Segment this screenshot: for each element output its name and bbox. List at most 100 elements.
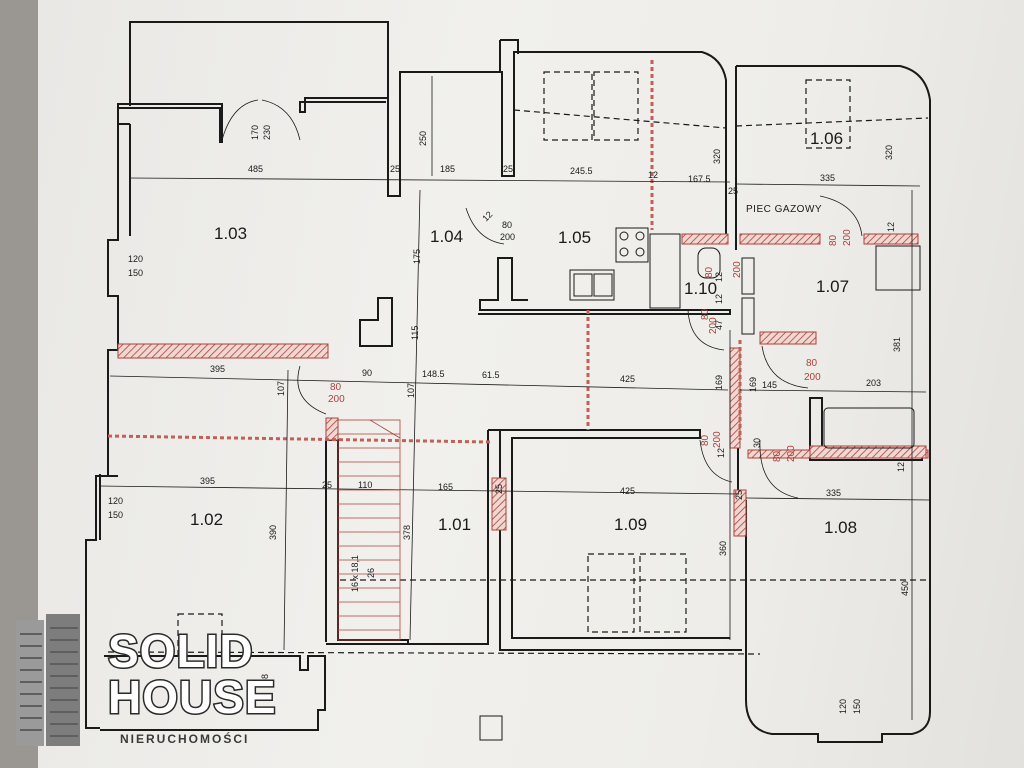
door-height: 200 [500,232,515,242]
dim-425: 425 [620,374,635,384]
door-height: 200 [842,229,853,246]
room-1-04: 1.04 [430,227,463,246]
dim-145: 145 [762,380,777,390]
dim-30: 30 [752,438,762,448]
door-width: 80 [806,358,818,369]
outer-walls [85,21,931,743]
dim-170: 170 [250,125,260,140]
dim-25: 25 [322,480,332,490]
door-height: 200 [786,445,797,462]
dim-47: 47 [714,320,724,330]
dim-25: 25 [728,186,738,196]
dim-185: 185 [440,164,455,174]
dim-150: 150 [128,268,143,278]
room-1-06: 1.06 [810,129,843,148]
door-width: 80 [502,220,512,230]
door-width: 80 [772,450,783,462]
dim-25: 25 [390,164,400,174]
dim-485: 485 [248,164,263,174]
door-height: 200 [328,394,345,405]
dim-150: 150 [108,510,123,520]
dim-335: 335 [826,488,841,498]
dim-12: 12 [896,462,906,472]
dim-360: 360 [718,541,728,556]
dim-203: 203 [866,378,881,388]
skylights [107,71,930,657]
dim-107: 107 [276,381,286,396]
dim-107: 107 [406,383,416,398]
dim-120: 120 [838,699,848,714]
dim-12: 12 [648,170,658,180]
beam-lines [107,60,742,444]
dim-12: 12 [714,272,724,282]
room-1-05: 1.05 [558,228,591,247]
staircase [337,419,401,641]
door-width: 80 [330,382,342,393]
door-height: 200 [712,431,723,448]
dim-98: 98 [260,674,270,684]
dim-395: 395 [200,476,215,486]
room-1-07: 1.07 [816,277,849,296]
room-1-02: 1.02 [190,510,223,529]
dim-169: 169 [714,375,724,390]
room-1-01: 1.01 [438,515,471,534]
dim-12: 12 [480,209,494,223]
dim-245-5: 245.5 [570,166,593,176]
dim-395: 395 [210,364,225,374]
dim-12: 12 [714,294,724,304]
room-1-10: 1.10 [684,279,717,298]
paper-sheet [38,0,1024,768]
dim-120: 120 [128,254,143,264]
solid-house-logo: SOLID HOUSE NIERUCHOMOŚCI [8,610,298,750]
dim-390: 390 [268,525,278,540]
dim-320: 320 [884,145,894,160]
dim-12: 12 [886,222,896,232]
dim-167-5: 167.5 [688,174,711,184]
dim-320: 320 [712,149,722,164]
new-partitions [117,233,929,537]
dim-25: 25 [734,490,744,500]
dim-381: 381 [892,337,902,352]
dim-378: 378 [402,525,412,540]
dim-61-5: 61.5 [482,370,500,380]
dim-90: 90 [362,368,372,378]
door-swings [221,99,863,499]
dim-25: 25 [503,164,513,174]
door-width: 80 [704,266,715,278]
door-labels: 80 200 80 200 80 200 80 200 80 200 80 20… [328,220,853,462]
gas-stove-label: PIEC GAZOWY [746,204,822,215]
dim-169: 169 [748,377,758,392]
stairs-label: 16 x 18,1 [350,555,360,592]
room-labels: 1.03 1.04 1.05 1.06 1.07 1.10 1.02 1.01 … [190,129,857,537]
dim-425: 425 [620,486,635,496]
logo-subtitle: NIERUCHOMOŚCI [120,732,250,746]
stairs-depth-label: 26 [366,568,376,578]
dim-110: 110 [358,480,372,490]
door-width: 80 [700,308,711,320]
dim-148-5: 148.5 [422,369,445,379]
dim-230: 230 [262,125,272,140]
door-height: 200 [804,372,821,383]
room-1-09: 1.09 [614,515,647,534]
fixtures [479,227,921,741]
dim-450: 450 [900,581,910,596]
dim-25: 25 [494,484,504,494]
dim-120: 120 [108,496,123,506]
dim-250: 250 [418,131,428,146]
door-height: 200 [708,317,719,334]
dimension-values: 485 25 185 25 245.5 12 167.5 25 335 395 … [108,164,881,520]
door-height: 200 [732,261,743,278]
dim-115: 115 [410,326,420,340]
room-1-08: 1.08 [824,518,857,537]
logo-line-2: HOUSE [107,671,278,723]
door-width: 80 [828,234,839,246]
dim-150: 150 [852,699,862,714]
dim-175: 175 [412,249,422,264]
dim-335: 335 [820,173,835,183]
dim-165: 165 [438,482,453,492]
dimension-lines [99,76,931,720]
logo-wordmark: SOLID HOUSE [107,627,278,723]
dim-12: 12 [716,448,726,458]
